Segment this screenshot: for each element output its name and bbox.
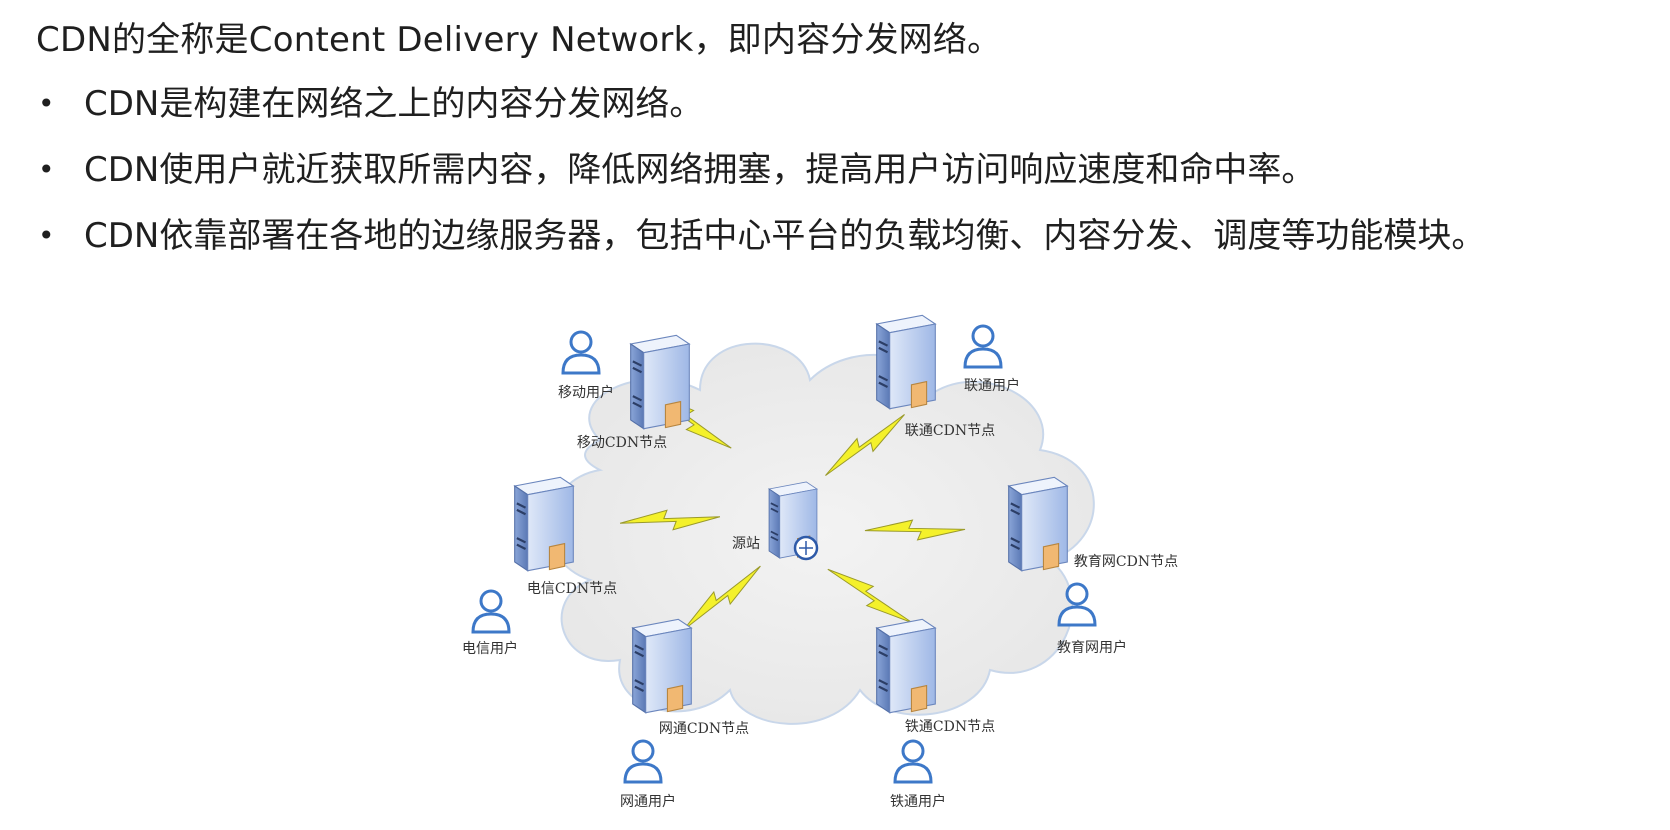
node-label: 教育网CDN节点	[1074, 554, 1178, 570]
bullet-dot-icon: •	[38, 153, 55, 186]
user-icon	[471, 589, 511, 634]
cdn-node-telecom: 电信CDN节点 电信用户	[462, 476, 617, 657]
cdn-node-mobile: 移动CDN节点 移动用户	[558, 330, 691, 451]
bullet-dot-icon: •	[38, 87, 55, 120]
user-icon	[623, 739, 663, 784]
origin-label: 源站	[732, 536, 760, 552]
bullet-item: • CDN依靠部署在各地的边缘服务器，包括中心平台的负载均衡、内容分发、调度等功能…	[36, 212, 1485, 260]
bullet-item: • CDN是构建在网络之上的内容分发网络。	[36, 80, 1485, 128]
bullet-text: CDN依靠部署在各地的边缘服务器，包括中心平台的负载均衡、内容分发、调度等功能模…	[84, 216, 1486, 256]
user-label: 电信用户	[462, 640, 518, 657]
user-icon	[893, 739, 933, 784]
node-label: 联通CDN节点	[905, 423, 995, 439]
node-label: 电信CDN节点	[527, 581, 617, 597]
node-label: 移动CDN节点	[577, 435, 667, 451]
user-label: 铁通用户	[890, 793, 946, 810]
cdn-node-netcom: 网通CDN节点 网通用户	[620, 618, 749, 810]
user-label: 联通用户	[964, 377, 1020, 394]
node-label: 网通CDN节点	[659, 721, 749, 737]
user-label: 移动用户	[558, 384, 614, 401]
slide-heading: CDN的全称是Content Delivery Network，即内容分发网络。	[36, 20, 1002, 60]
cdn-node-edu: 教育网CDN节点 教育网用户	[1007, 476, 1178, 656]
bullet-dot-icon: •	[38, 219, 55, 252]
bullet-item: • CDN使用户就近获取所需内容，降低网络拥塞，提高用户访问响应速度和命中率。	[36, 146, 1485, 194]
bullet-list: • CDN是构建在网络之上的内容分发网络。 • CDN使用户就近获取所需内容，降低网…	[36, 80, 1485, 278]
user-icon	[561, 330, 601, 375]
user-label: 网通用户	[620, 793, 676, 810]
cdn-node-rail: 铁通CDN节点 铁通用户	[875, 618, 995, 810]
node-label: 铁通CDN节点	[905, 719, 995, 735]
origin-server: 源站	[732, 481, 819, 561]
user-label: 教育网用户	[1057, 639, 1127, 656]
bullet-text: CDN使用户就近获取所需内容，降低网络拥塞，提高用户访问响应速度和命中率。	[84, 150, 1316, 190]
bullet-text: CDN是构建在网络之上的内容分发网络。	[84, 84, 704, 124]
user-icon	[963, 324, 1003, 369]
cdn-node-unicom: 联通CDN节点 联通用户	[875, 314, 1020, 439]
